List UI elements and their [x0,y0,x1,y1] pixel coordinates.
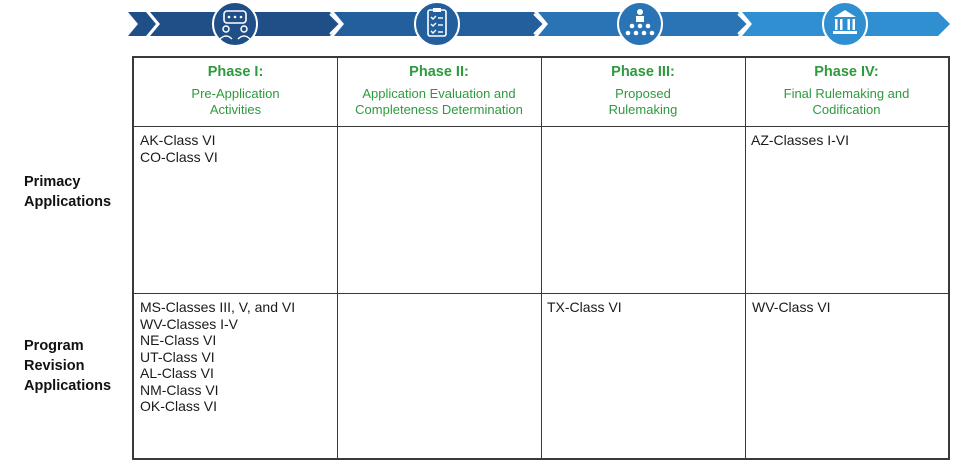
state-entry: AZ-Classes I-VI [751,132,850,148]
phase-subtitle-line: Proposed [615,86,671,101]
phase-subtitle: Proposed Rulemaking [541,86,745,118]
phase-title: Phase II: [409,64,469,80]
state-entry: MS-Classes III, V, and VI [140,299,296,315]
audience-icon [617,1,663,47]
cell-revision-phase-1: MS-Classes III, V, and VI WV-Classes I-V… [140,299,295,415]
phase-subtitle-line: Rulemaking [608,102,678,117]
separator-chevron-2 [533,13,546,35]
grid-divider [134,293,948,294]
phase-title: Phase IV: [814,64,879,80]
state-entry: OK-Class VI [140,398,218,414]
grid-divider [745,58,746,458]
row-label-line: Primacy [24,174,81,190]
grid-divider [134,126,948,127]
cell-revision-phase-3: TX-Class VI [547,299,622,316]
grid-divider [337,58,338,458]
phase-header-1: Phase I: Pre-Application Activities [134,58,337,128]
cell-revision-phase-4: WV-Class VI [752,299,831,316]
phase-title: Phase I: [207,64,264,80]
process-arrow-banner [128,1,950,47]
phase-header-2: Phase II: Application Evaluation and Com… [337,58,541,128]
phase-subtitle-line: Pre-Application [191,86,280,101]
state-entry: AL-Class VI [140,365,214,381]
phase-subtitle-line: Application Evaluation and [362,86,516,101]
grid-divider [541,58,542,458]
state-entry: WV-Class VI [752,299,831,315]
state-entry: TX-Class VI [547,299,622,315]
row-label-primacy: Primacy Applications [24,172,128,212]
cell-primacy-phase-1: AK-Class VI CO-Class VI [140,132,218,165]
phase-subtitle-line: Codification [812,102,881,117]
phase-grid: Phase I: Pre-Application Activities Phas… [132,56,950,460]
row-label-line: Program [24,338,84,354]
state-entry: NE-Class VI [140,332,217,348]
state-entry: UT-Class VI [140,348,215,365]
state-entry: CO-Class VI [140,148,218,165]
phase-header-4: Phase IV: Final Rulemaking and Codificat… [745,58,948,128]
row-label-line: Applications [24,194,112,210]
phase-subtitle: Final Rulemaking and Codification [745,86,948,118]
lead-chevron [128,12,156,36]
row-label-line: Revision [24,358,85,374]
phase-subtitle-line: Final Rulemaking and [783,86,910,101]
phase-subtitle: Pre-Application Activities [134,86,337,118]
state-entry: WV-Classes I-V [140,315,239,332]
checklist-icon [414,1,460,47]
meeting-icon [212,1,258,47]
row-label-program-revision: Program Revision Applications [24,336,128,396]
courthouse-icon [822,1,868,47]
phase-subtitle-line: Activities [209,102,262,117]
separator-chevron-1 [329,13,342,35]
phase-header-3: Phase III: Proposed Rulemaking [541,58,745,128]
state-entry: NM-Class VI [140,381,219,398]
phase-title: Phase III: [611,64,675,80]
phase-subtitle: Application Evaluation and Completeness … [337,86,541,118]
phase-subtitle-line: Completeness Determination [355,102,523,117]
row-label-line: Applications [24,378,112,394]
cell-primacy-phase-4: AZ-Classes I-VI [751,132,849,149]
separator-chevron-3 [737,13,750,35]
state-entry: AK-Class VI [140,132,216,148]
